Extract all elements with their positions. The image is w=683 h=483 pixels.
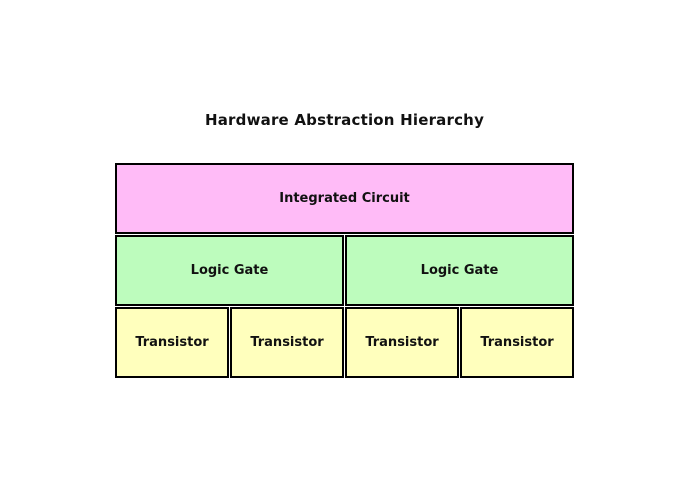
integrated-circuit-row: Integrated Circuit [115,163,574,234]
diagram-title: Hardware Abstraction Hierarchy [204,111,485,129]
logic-gate-box: Logic Gate [345,235,574,306]
transistor-box: Transistor [345,307,459,378]
transistor-row: Transistor Transistor Transistor Transis… [115,307,574,378]
transistor-box: Transistor [115,307,229,378]
logic-gate-box: Logic Gate [115,235,344,306]
transistor-box: Transistor [460,307,574,378]
hierarchy-diagram: Integrated Circuit Logic Gate Logic Gate… [115,163,574,378]
logic-gate-row: Logic Gate Logic Gate [115,235,574,306]
integrated-circuit-box: Integrated Circuit [115,163,574,234]
transistor-box: Transistor [230,307,344,378]
